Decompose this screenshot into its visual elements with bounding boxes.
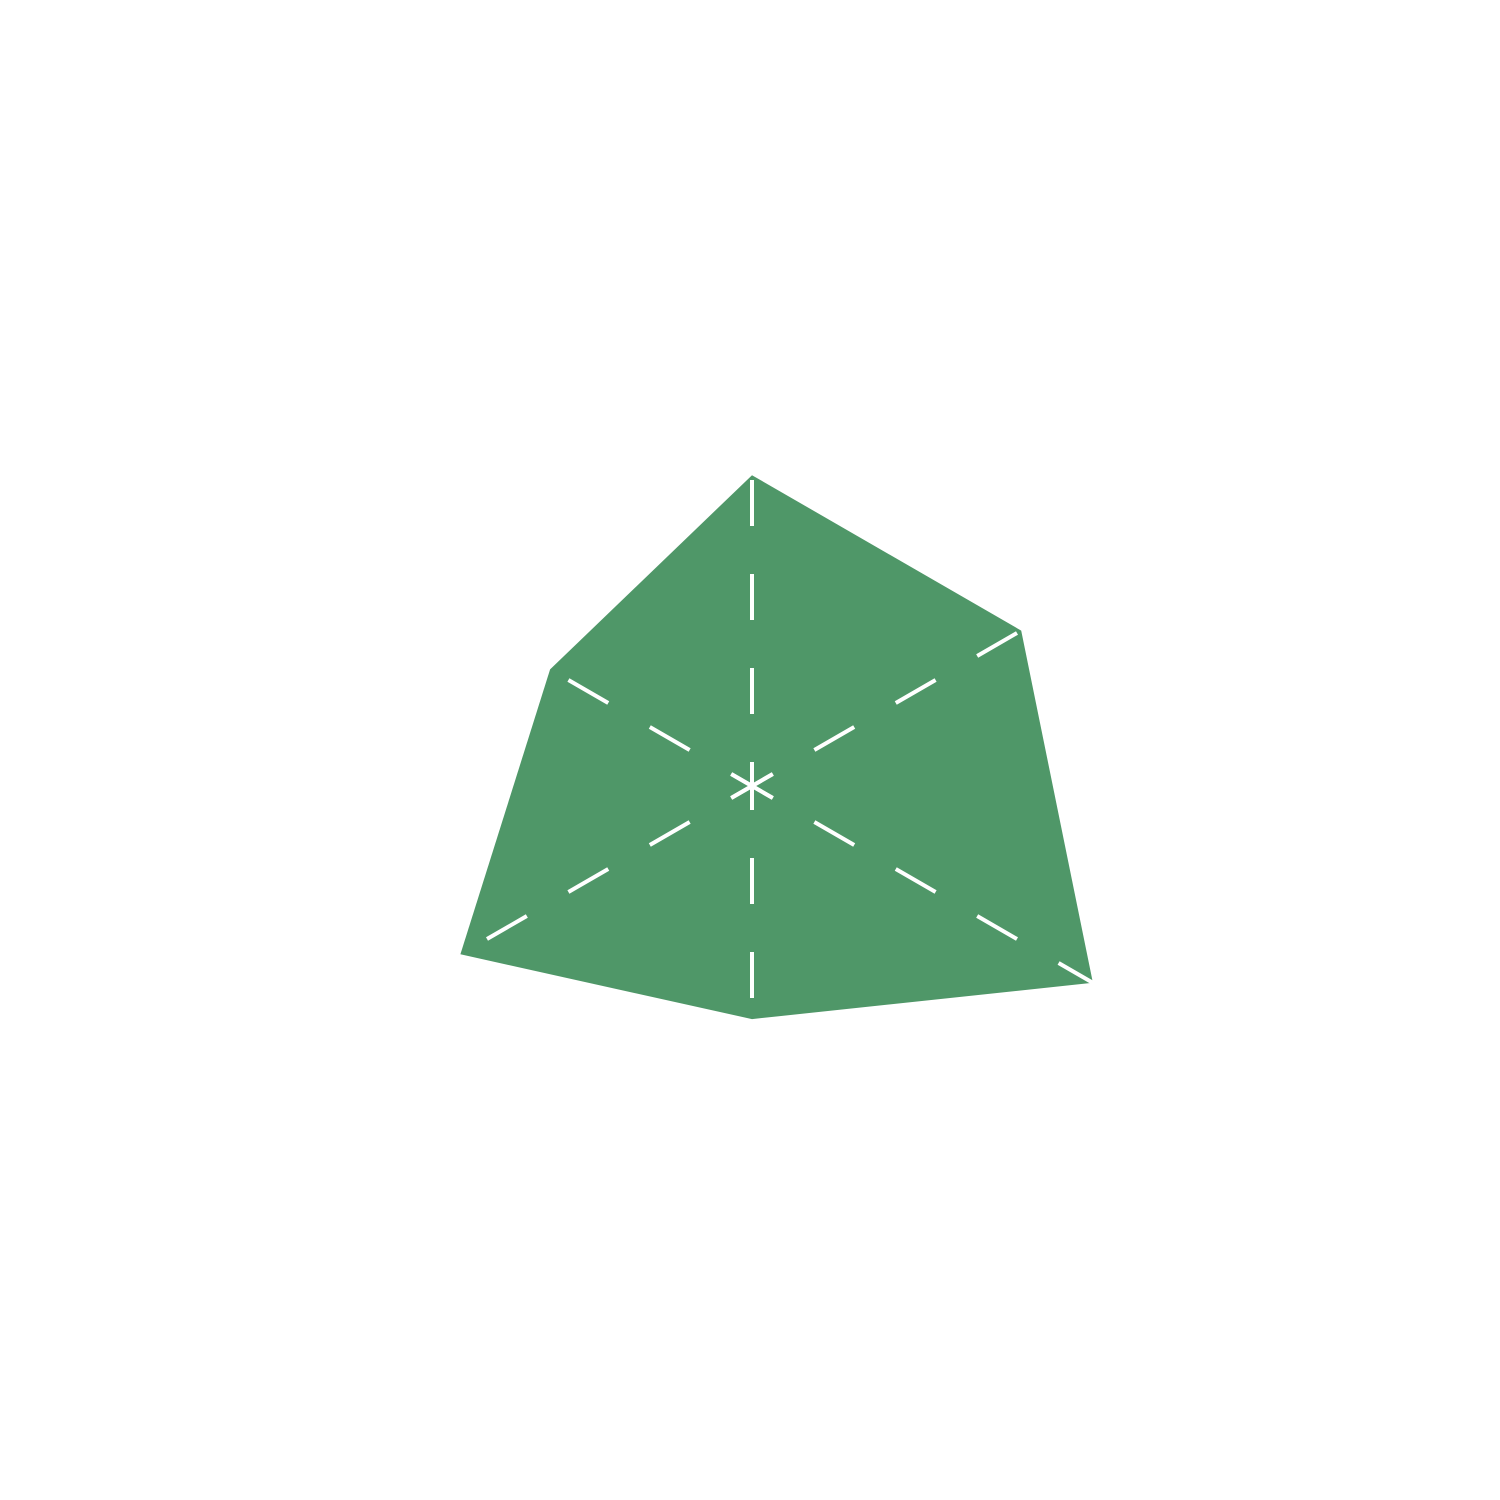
center-asterisk-stroke-2 xyxy=(730,772,774,800)
axis-spokes xyxy=(302,268,1202,1304)
axis-spoke-4 xyxy=(302,784,754,1047)
series-area-layer xyxy=(460,475,1093,1020)
center-asterisk-icon xyxy=(730,762,774,810)
axis-spoke-5 xyxy=(302,525,754,788)
axis-spoke-1 xyxy=(750,525,1202,788)
axis-spoke-2 xyxy=(750,784,1202,1047)
series-area-0 xyxy=(460,475,1093,1020)
